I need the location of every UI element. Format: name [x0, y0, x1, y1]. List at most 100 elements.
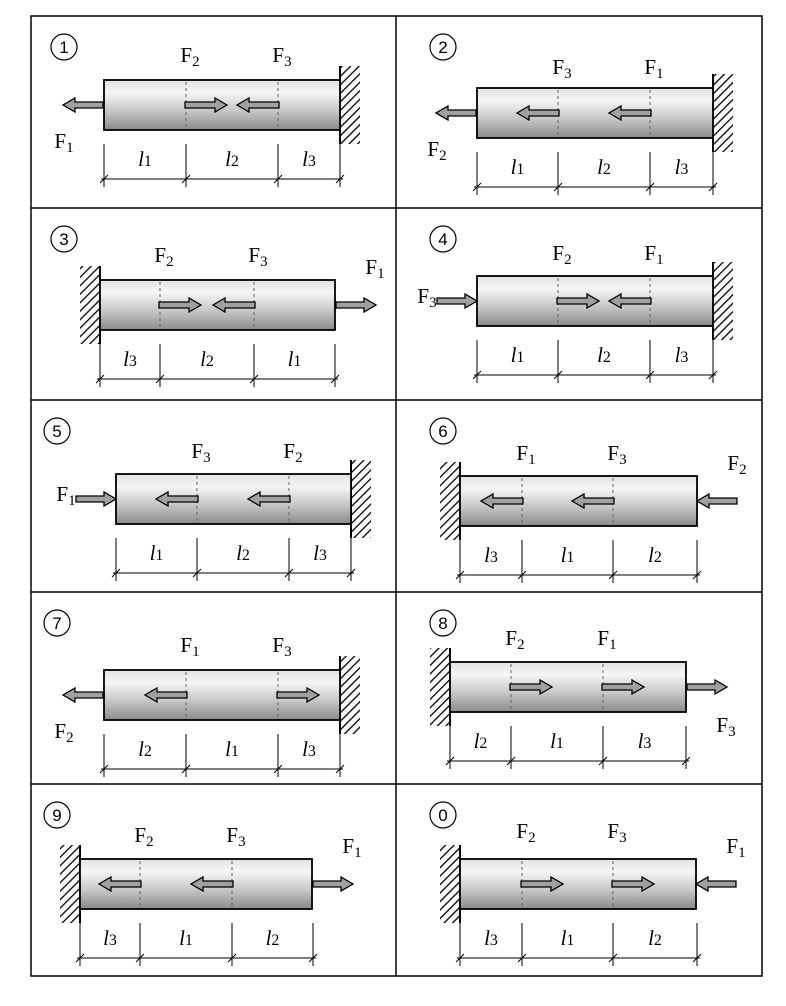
variant-number-circle — [50, 33, 78, 61]
segment-length-label: l2 — [138, 737, 152, 761]
dimension-tick — [455, 953, 465, 963]
force-f3-label: F3 — [607, 441, 626, 468]
force-f2-label: F2 — [54, 719, 73, 746]
force-f3-arrow — [211, 296, 256, 314]
fixed-support-wall — [440, 845, 461, 923]
dimension-tick — [99, 174, 109, 184]
force-f1-arrow — [61, 96, 104, 114]
force-f3-arrow — [686, 678, 729, 696]
dimension-line — [455, 923, 702, 966]
dimension-line — [111, 538, 356, 581]
force-f1-arrow — [694, 875, 737, 893]
beam-bar — [115, 473, 352, 525]
fixed-support-wall — [339, 656, 360, 734]
force-f2-label: F2 — [727, 451, 746, 478]
force-f2-arrow — [61, 686, 104, 704]
force-f2-arrow — [246, 490, 291, 508]
wall-hatching — [713, 262, 733, 340]
segment-length-label: l1 — [561, 543, 575, 567]
force-f1-arrow — [601, 678, 646, 696]
dimension-tick — [553, 182, 563, 192]
force-f2-arrow — [97, 875, 142, 893]
segment-length-label: l1 — [511, 155, 525, 179]
dimension-tick — [645, 370, 655, 380]
dimension-tick — [181, 764, 191, 774]
force-f3-arrow — [570, 492, 615, 510]
variant-number: 3 — [59, 230, 68, 249]
force-f1-label: F1 — [180, 633, 199, 660]
variant-number: 2 — [438, 38, 447, 57]
segment-length-label: l1 — [138, 147, 152, 171]
force-f2-arrow — [434, 104, 477, 122]
wall-hatching — [430, 648, 450, 726]
fixed-support-wall — [430, 648, 451, 726]
dimension-line — [445, 726, 691, 769]
segment-length-label: l1 — [550, 729, 564, 753]
variant-number: 4 — [438, 230, 447, 249]
force-f2-arrow — [509, 678, 554, 696]
segment-length-label: l2 — [597, 343, 611, 367]
wall-hatching — [80, 266, 100, 344]
dimension-tick — [284, 568, 294, 578]
force-f3-arrow — [189, 875, 234, 893]
table-grid — [30, 15, 763, 977]
segment-length-label: l1 — [288, 347, 302, 371]
segment-length-label: l1 — [511, 343, 525, 367]
force-f2-arrow — [695, 492, 738, 510]
force-f1-arrow — [607, 104, 652, 122]
dimension-tick — [335, 174, 345, 184]
force-f1-label: F1 — [56, 482, 75, 509]
dimension-tick — [192, 568, 202, 578]
force-f1-label: F1 — [516, 441, 535, 468]
segment-length-label: l2 — [200, 347, 214, 371]
segment-length-label: l3 — [484, 926, 498, 950]
force-f1-label: F1 — [726, 834, 745, 861]
force-f3-arrow — [515, 104, 560, 122]
wall-hatching — [340, 66, 360, 144]
variant-number: 5 — [52, 422, 61, 441]
segment-length-label: l1 — [179, 926, 193, 950]
fixed-support-wall — [712, 262, 733, 340]
dimension-tick — [692, 953, 702, 963]
force-f2-arrow — [184, 96, 229, 114]
force-f3-label: F3 — [248, 243, 267, 270]
force-f2-label: F2 — [427, 137, 446, 164]
dimension-tick — [99, 764, 109, 774]
variant-number-circle — [429, 33, 457, 61]
force-f3-arrow — [436, 292, 479, 310]
wall-hatching — [60, 845, 80, 923]
wall-hatching — [351, 460, 371, 538]
dimension-tick — [708, 182, 718, 192]
segment-length-label: l3 — [103, 926, 117, 950]
beam-bar — [459, 858, 697, 910]
segment-length-label: l2 — [648, 543, 662, 567]
dimension-line — [472, 340, 718, 383]
dimension-tick — [249, 374, 259, 384]
dimension-tick — [681, 756, 691, 766]
segment-length-label: l2 — [648, 926, 662, 950]
dimension-tick — [517, 570, 527, 580]
dimension-line — [99, 144, 345, 187]
variant-number: 9 — [52, 806, 61, 825]
force-f3-label: F3 — [272, 633, 291, 660]
force-f2-label: F2 — [505, 626, 524, 653]
dimension-line — [455, 540, 702, 583]
force-f2-label: F2 — [154, 243, 173, 270]
wall-hatching — [440, 462, 460, 540]
variant-number-circle — [43, 609, 71, 637]
dimension-tick — [598, 756, 608, 766]
force-f3-label: F3 — [226, 823, 245, 850]
force-f2-label: F2 — [180, 43, 199, 70]
dimension-tick — [553, 370, 563, 380]
force-f3-arrow — [235, 96, 280, 114]
dimension-tick — [181, 174, 191, 184]
dimension-tick — [227, 953, 237, 963]
dimension-tick — [273, 174, 283, 184]
segment-length-label: l3 — [302, 147, 316, 171]
